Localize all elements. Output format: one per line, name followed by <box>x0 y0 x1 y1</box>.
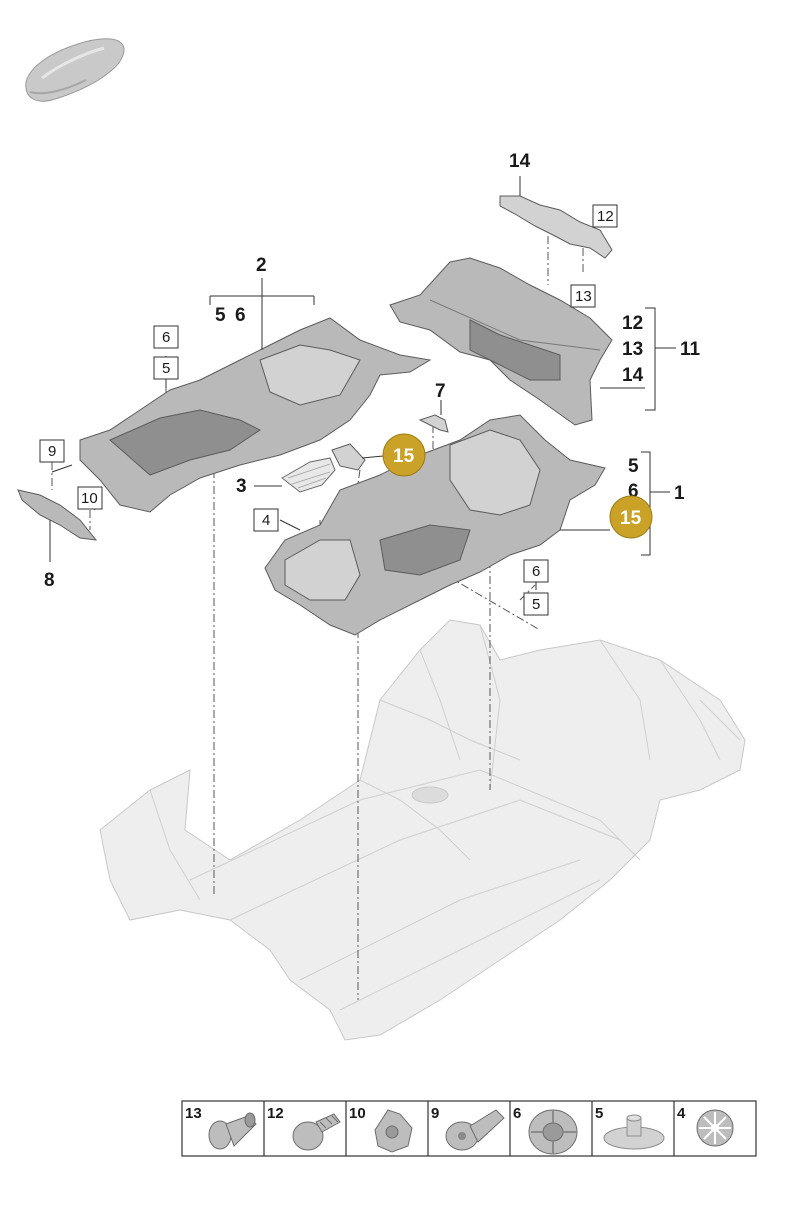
badge-15-upper-text: 15 <box>393 446 415 467</box>
callout-leaders <box>51 278 676 590</box>
boxed-label-5-front: 5 <box>153 356 179 380</box>
svg-text:9: 9 <box>48 443 56 460</box>
part-1-main-floor-mat <box>264 414 610 636</box>
callout-7: 7 <box>435 381 446 402</box>
boxed-label-4: 4 <box>253 508 279 532</box>
svg-text:13: 13 <box>185 1105 202 1122</box>
svg-text:9: 9 <box>431 1105 439 1122</box>
expansion-clip-icon <box>292 1113 341 1151</box>
callout-11: 11 <box>680 339 701 360</box>
legend-item-4: 4 <box>677 1105 734 1147</box>
boxed-label-5-main: 5 <box>523 592 549 616</box>
legend-item-9: 9 <box>431 1105 505 1151</box>
svg-text:4: 4 <box>262 512 270 529</box>
legend-item-12: 12 <box>267 1105 341 1151</box>
part-3-mesh-insert <box>254 457 336 493</box>
callout-2: 2 <box>256 255 267 276</box>
fastening-disc-icon <box>528 1109 578 1155</box>
boxed-label-6-main: 6 <box>523 559 549 583</box>
callout-14: 14 <box>509 151 531 172</box>
star-washer-icon <box>696 1109 734 1147</box>
part-15-small-piece <box>331 443 385 471</box>
svg-text:5: 5 <box>532 596 540 613</box>
svg-text:5: 5 <box>595 1105 603 1122</box>
callout-3: 3 <box>236 476 247 497</box>
part-8-side-panel <box>17 489 98 562</box>
legend-item-5: 5 <box>595 1105 665 1150</box>
part-2-front-mat <box>79 317 432 513</box>
callout-12-rear: 12 <box>622 313 643 334</box>
svg-text:4: 4 <box>677 1105 686 1122</box>
svg-text:6: 6 <box>162 329 170 346</box>
part-7-clip <box>418 400 449 433</box>
svg-text:13: 13 <box>575 288 592 305</box>
callout-1: 1 <box>674 483 685 504</box>
vehicle-thumbnail-icon <box>25 38 125 102</box>
retaining-clip-icon <box>374 1109 413 1153</box>
spreader-nut-icon <box>603 1114 665 1150</box>
part-14-bracket <box>499 176 613 259</box>
callout-5-main: 5 <box>628 456 639 477</box>
callout-13-rear: 13 <box>622 339 643 360</box>
badge-15-lower-text: 15 <box>620 508 642 529</box>
legend-item-10: 10 <box>349 1105 413 1153</box>
highlight-badge-15-lower[interactable]: 15 <box>609 495 653 539</box>
fastener-pin-icon <box>445 1109 505 1151</box>
boxed-label-10: 10 <box>77 486 103 510</box>
push-rivet-icon <box>208 1112 257 1150</box>
svg-text:10: 10 <box>349 1105 366 1122</box>
highlight-badge-15-upper[interactable]: 15 <box>382 433 426 477</box>
boxed-label-12: 12 <box>592 204 618 228</box>
svg-text:6: 6 <box>532 563 540 580</box>
legend-item-6: 6 <box>513 1105 578 1155</box>
boxed-label-6-front: 6 <box>153 325 179 349</box>
svg-text:12: 12 <box>597 208 614 225</box>
fastener-legend: 13 12 10 9 <box>181 1100 757 1157</box>
callout-6-front: 6 <box>235 305 246 326</box>
boxed-label-9: 9 <box>39 439 65 463</box>
boxed-labels: 12 13 6 5 9 10 4 6 <box>39 204 618 616</box>
part-11-rear-mat <box>389 257 613 426</box>
boxed-label-13: 13 <box>570 284 596 308</box>
callout-14-rear: 14 <box>622 365 644 386</box>
callout-numbers: 14 2 5 6 12 13 11 14 7 3 5 6 1 8 <box>44 151 701 591</box>
legend-item-13: 13 <box>185 1105 257 1150</box>
callout-8: 8 <box>44 570 55 591</box>
svg-text:6: 6 <box>513 1105 521 1122</box>
svg-text:10: 10 <box>81 490 98 507</box>
vehicle-body-shell <box>99 619 746 1041</box>
callout-6-main: 6 <box>628 481 639 502</box>
svg-text:5: 5 <box>162 360 170 377</box>
callout-5-front: 5 <box>215 305 226 326</box>
svg-text:12: 12 <box>267 1105 284 1122</box>
